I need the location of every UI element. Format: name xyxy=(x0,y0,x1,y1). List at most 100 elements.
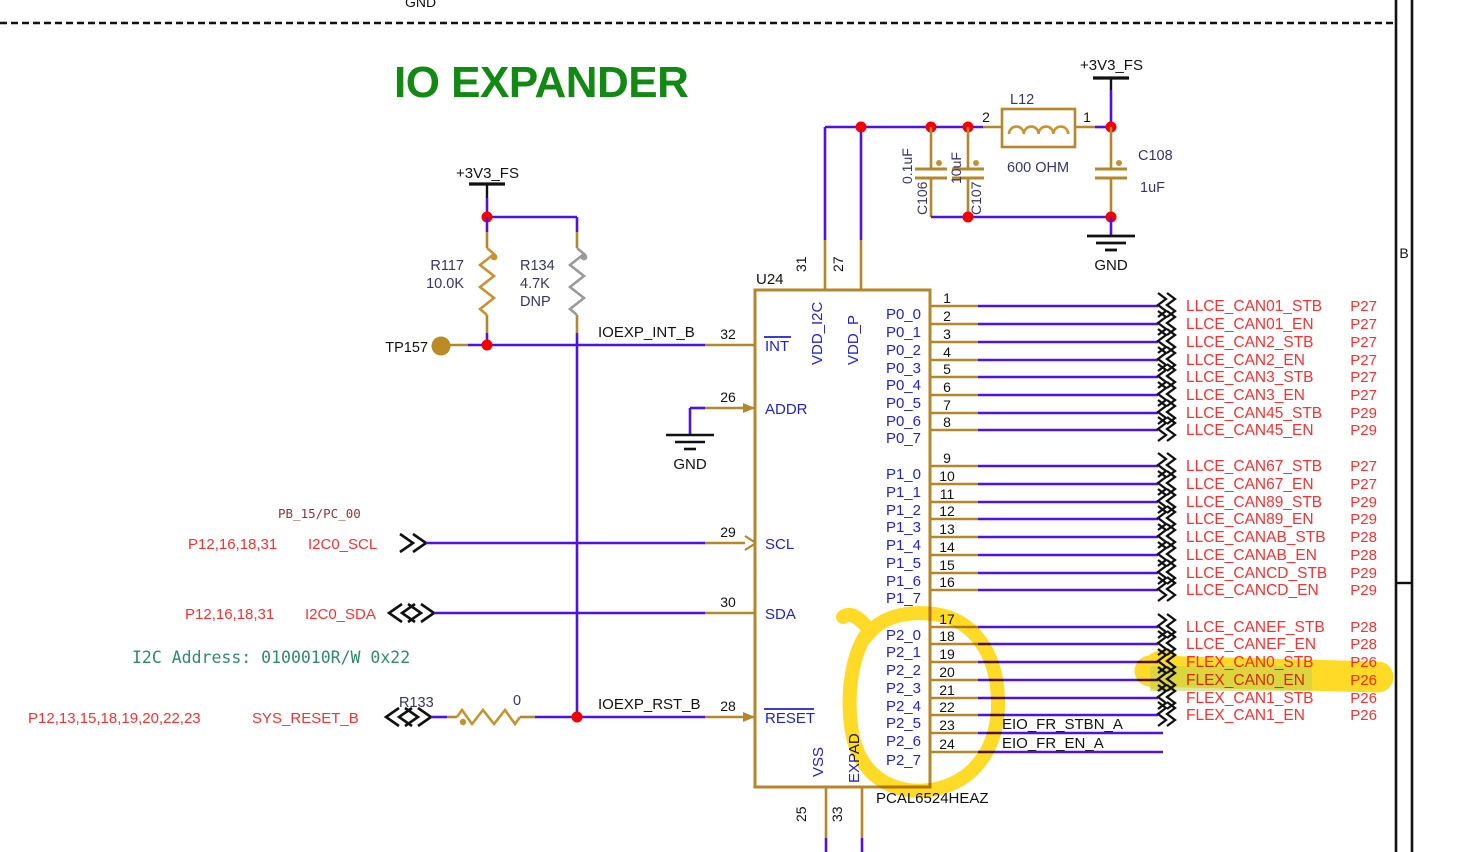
gnd-label: GND xyxy=(673,456,707,473)
net-label[interactable]: LLCE_CAN2_STB xyxy=(1186,334,1314,351)
gnd-label: GND xyxy=(1094,257,1128,274)
page-ref[interactable]: P27 xyxy=(1350,352,1377,369)
page-ref[interactable]: P29 xyxy=(1350,494,1377,511)
net-label[interactable]: LLCE_CAN45_EN xyxy=(1186,422,1314,439)
net-label[interactable]: LLCE_CAN3_EN xyxy=(1186,387,1305,404)
net-label[interactable]: LLCE_CANCD_STB xyxy=(1186,565,1327,582)
pin-number: 3 xyxy=(943,326,951,342)
pin-name: P2_2 xyxy=(886,662,921,679)
capacitor-c108[interactable]: C108 1uF xyxy=(1095,127,1173,217)
net-label[interactable]: LLCE_CANCD_EN xyxy=(1186,582,1319,599)
c107-value: 10uF xyxy=(948,152,964,184)
c106-value: 0.1uF xyxy=(899,148,915,184)
offpage-bidir-icon[interactable] xyxy=(386,602,437,624)
reset-page-refs[interactable]: P12,13,15,18,19,20,22,23 xyxy=(28,710,201,727)
offpage-zigzag-icon[interactable] xyxy=(1156,541,1177,567)
net-label[interactable]: LLCE_CANEF_EN xyxy=(1186,636,1316,653)
page-ref[interactable]: P27 xyxy=(1350,369,1377,386)
net-label[interactable]: LLCE_CANEF_STB xyxy=(1186,619,1325,636)
offpage-zigzag-icon[interactable] xyxy=(1156,416,1177,442)
pin-number: 18 xyxy=(939,628,955,644)
net-label[interactable]: LLCE_CAN3_STB xyxy=(1186,369,1314,386)
net-label[interactable]: FLEX_CAN1_EN xyxy=(1186,707,1305,724)
pin-number-25: 25 xyxy=(793,806,809,822)
int-net: TP157 IOEXP_INT_B 32 xyxy=(385,324,755,356)
offpage-zigzag-icon[interactable] xyxy=(1156,505,1177,531)
net-label[interactable]: LLCE_CAN01_EN xyxy=(1186,316,1314,333)
net-label[interactable]: LLCE_CAN67_STB xyxy=(1186,458,1322,475)
sheet-border: GND B xyxy=(0,0,1414,852)
page-ref[interactable]: P28 xyxy=(1350,619,1377,636)
offpage-zigzag-icon[interactable] xyxy=(1156,452,1177,478)
offpage-zigzag-icon[interactable] xyxy=(1156,523,1177,549)
pin-number: 22 xyxy=(939,699,955,715)
net-label-ioexp-rst[interactable]: IOEXP_RST_B xyxy=(598,696,701,713)
pin-number-32: 32 xyxy=(720,326,736,342)
pin-number: 20 xyxy=(939,664,955,680)
offpage-zigzag-icon[interactable] xyxy=(1156,328,1177,354)
net-label[interactable]: LLCE_CAN01_STB xyxy=(1186,298,1322,315)
page-ref[interactable]: P29 xyxy=(1350,582,1377,599)
net-label[interactable]: LLCE_CAN67_EN xyxy=(1186,476,1314,493)
offpage-zigzag-icon[interactable] xyxy=(1156,363,1177,389)
offpage-zigzag-icon[interactable] xyxy=(1156,310,1177,336)
net-label[interactable]: EIO_FR_EN_A xyxy=(1002,735,1104,752)
page-ref[interactable]: P27 xyxy=(1350,387,1377,404)
page-ref[interactable]: P29 xyxy=(1350,405,1377,422)
page-ref[interactable]: P27 xyxy=(1350,298,1377,315)
pin-name: P1_1 xyxy=(886,484,921,501)
pin-name-vss: VSS xyxy=(810,747,827,777)
net-label[interactable]: LLCE_CAN89_EN xyxy=(1186,511,1314,528)
net-label[interactable]: LLCE_CAN89_STB xyxy=(1186,494,1322,511)
page-ref[interactable]: P27 xyxy=(1350,458,1377,475)
resistor-r134[interactable]: R134 4.7K DNP xyxy=(520,232,588,333)
scl-page-refs[interactable]: P12,16,18,31 xyxy=(188,536,277,553)
pin-name: P0_2 xyxy=(886,342,921,359)
c108-value: 1uF xyxy=(1140,180,1165,196)
resistor-r117[interactable]: R117 10.0K xyxy=(426,217,498,345)
pin-name: P1_2 xyxy=(886,502,921,519)
scl-net-name[interactable]: I2C0_SCL xyxy=(308,536,377,553)
net-label[interactable]: EIO_FR_STBN_A xyxy=(1002,716,1123,733)
offpage-zigzag-icon[interactable] xyxy=(1156,576,1177,602)
page-ref[interactable]: P28 xyxy=(1350,636,1377,653)
pin-number-31: 31 xyxy=(793,256,809,272)
net-label[interactable]: LLCE_CAN2_EN xyxy=(1186,352,1305,369)
pin-number-27: 27 xyxy=(830,256,846,272)
offpage-zigzag-icon[interactable] xyxy=(1156,470,1177,496)
sda-page-refs[interactable]: P12,16,18,31 xyxy=(185,606,274,623)
marker-circle xyxy=(836,606,1006,798)
offpage-zigzag-icon[interactable] xyxy=(1156,381,1177,407)
net-label[interactable]: LLCE_CAN45_STB xyxy=(1186,405,1322,422)
net-label[interactable]: LLCE_CANAB_EN xyxy=(1186,547,1317,564)
offpage-zigzag-icon[interactable] xyxy=(1156,292,1177,318)
pin-number: 12 xyxy=(939,503,955,519)
right-pin-row: 3P0_2 LLCE_CAN2_STB P27 xyxy=(886,326,1377,359)
capacitor-c107[interactable]: 10uF C107 xyxy=(948,127,984,217)
page-ref[interactable]: P27 xyxy=(1350,334,1377,351)
page-ref[interactable]: P26 xyxy=(1350,690,1377,707)
pin-number: 7 xyxy=(943,397,951,413)
page-ref[interactable]: P28 xyxy=(1350,547,1377,564)
page-ref[interactable]: P29 xyxy=(1350,422,1377,439)
page-ref[interactable]: P29 xyxy=(1350,511,1377,528)
inductor-l12[interactable]: 2 1 L12 600 OHM xyxy=(982,92,1111,176)
page-ref[interactable]: P28 xyxy=(1350,529,1377,546)
sda-net-name[interactable]: I2C0_SDA xyxy=(305,606,376,623)
page-ref[interactable]: P27 xyxy=(1350,316,1377,333)
reset-net-name[interactable]: SYS_RESET_B xyxy=(252,710,359,727)
page-ref[interactable]: P26 xyxy=(1350,707,1377,724)
net-label[interactable]: LLCE_CANAB_STB xyxy=(1186,529,1326,546)
offpage-zigzag-icon[interactable] xyxy=(1156,701,1177,727)
offpage-out-icon[interactable] xyxy=(399,532,429,554)
page-ref[interactable]: P27 xyxy=(1350,476,1377,493)
net-label-ioexp-int[interactable]: IOEXP_INT_B xyxy=(598,324,695,341)
junction-dot xyxy=(571,711,583,723)
resistor-r133[interactable]: R133 0 xyxy=(399,693,535,727)
capacitor-c106[interactable]: 0.1uF C106 xyxy=(899,127,947,217)
net-label[interactable]: FLEX_CAN1_STB xyxy=(1186,690,1314,707)
testpoint-tp157[interactable] xyxy=(431,336,451,356)
page-ref[interactable]: P29 xyxy=(1350,565,1377,582)
